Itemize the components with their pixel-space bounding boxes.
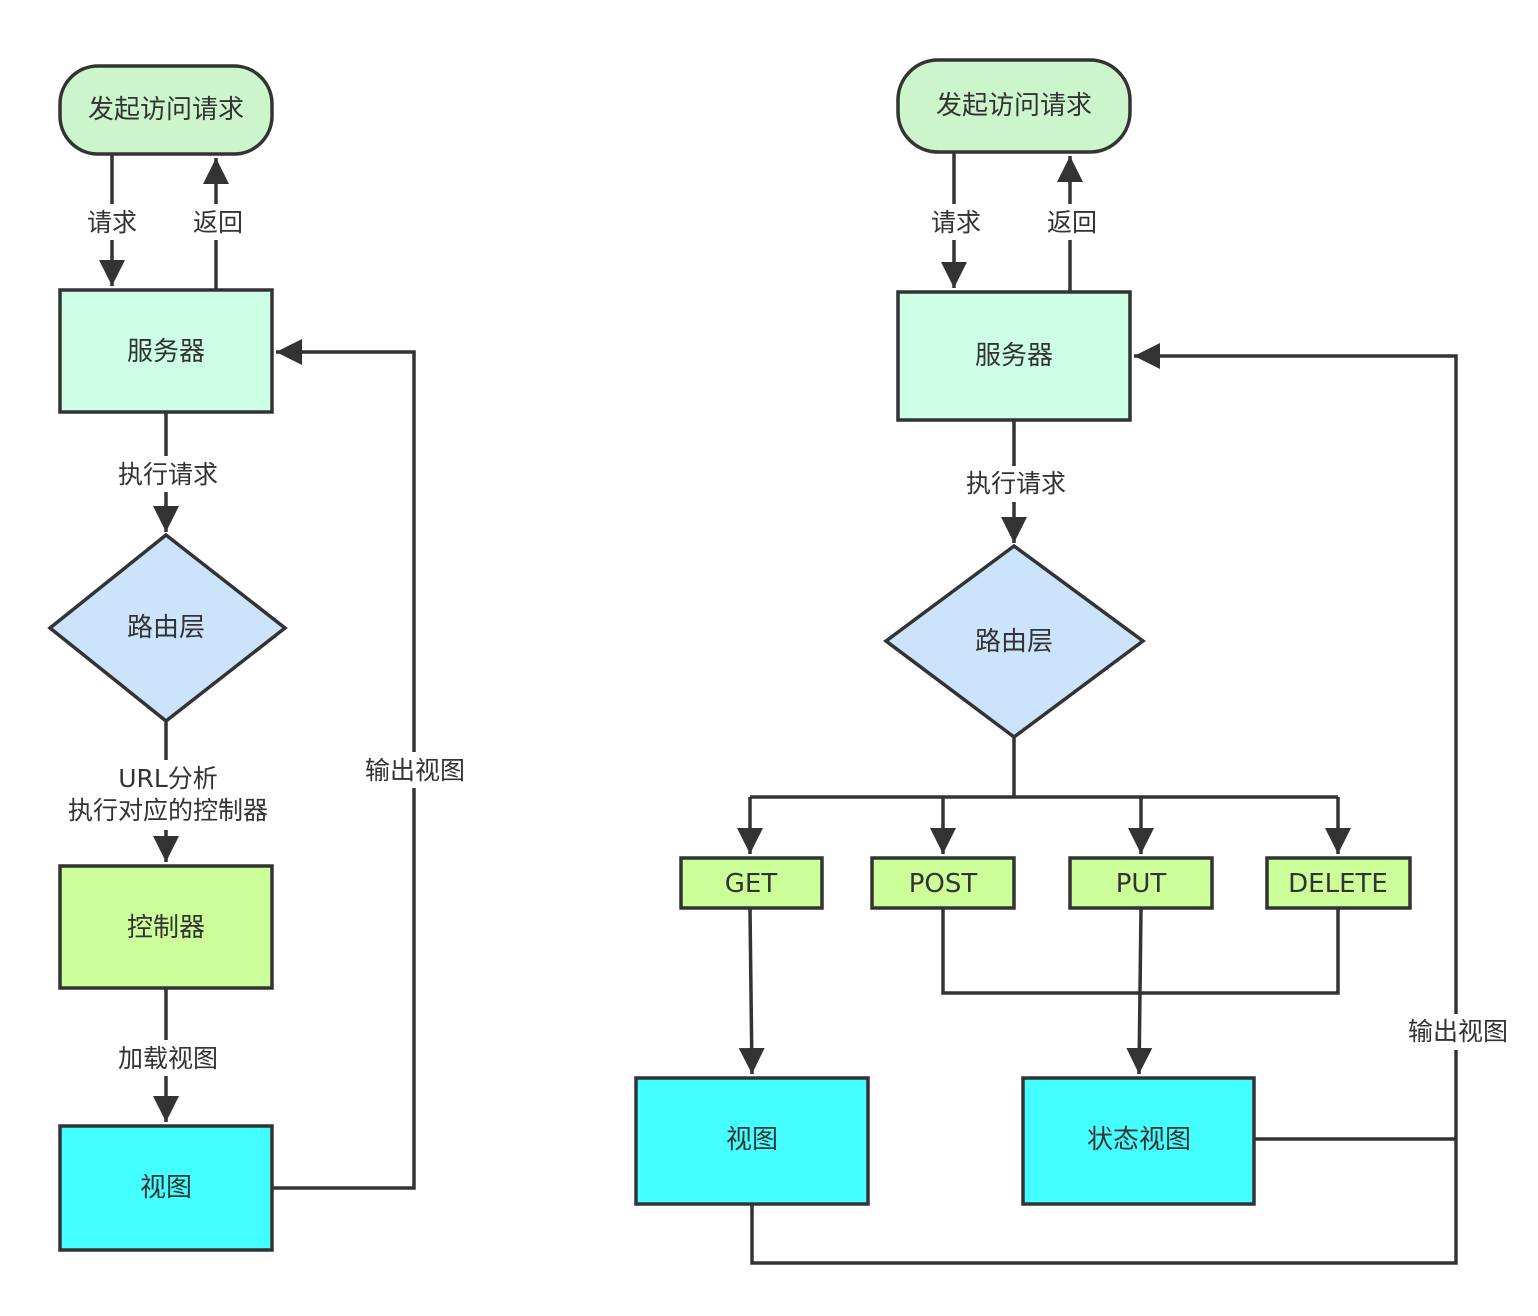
right-router-text: 路由层 — [975, 627, 1053, 657]
left-server-node — [58, 288, 274, 414]
right-request-label: 请求 — [931, 208, 981, 237]
right-delete-text: DELETE — [1288, 869, 1388, 899]
left-request-label: 请求 — [87, 208, 137, 237]
right-state-view-node — [1021, 1076, 1256, 1206]
left-return-label: 返回 — [193, 208, 243, 237]
right-post-node — [870, 856, 1016, 910]
left-router-text: 路由层 — [127, 613, 205, 643]
left-view-node — [58, 1124, 274, 1252]
right-get-text: GET — [725, 869, 778, 899]
left-view-text: 视图 — [140, 1173, 192, 1203]
right-start-text: 发起访问请求 — [936, 91, 1092, 121]
left-output-view-label: 输出视图 — [365, 756, 465, 785]
left-flowchart: 请求 返回 执行请求 URL分析 执行对应的控制器 加载视图 输出视图 发起访问… — [47, 64, 470, 1252]
left-controller-text: 控制器 — [127, 913, 205, 943]
right-get-node — [679, 856, 824, 910]
right-put-text: PUT — [1116, 869, 1167, 899]
right-delete-node — [1265, 856, 1412, 910]
right-return-label: 返回 — [1047, 208, 1097, 237]
right-post-text: POST — [909, 869, 978, 899]
left-run-controller-label: 执行对应的控制器 — [68, 796, 268, 825]
left-start-node — [58, 64, 274, 156]
right-put-to-state-connector — [1126, 908, 1153, 1075]
right-router-node — [883, 543, 1146, 740]
left-controller-node — [58, 864, 274, 990]
right-flowchart: 请求 返回 执行请求 输出视图 发起访问请求 服务器 路由层 GET POST … — [634, 58, 1512, 1265]
left-execute-label: 执行请求 — [118, 460, 218, 489]
right-get-to-view-connector — [738, 908, 765, 1075]
left-load-view-label: 加载视图 — [118, 1044, 218, 1073]
right-view-output-connector — [750, 343, 1458, 1265]
right-state-view-text: 状态视图 — [1087, 1125, 1191, 1155]
right-output-view-label: 输出视图 — [1408, 1017, 1508, 1046]
right-start-node — [896, 58, 1132, 154]
left-start-text: 发起访问请求 — [88, 95, 244, 125]
left-url-analysis-label: URL分析 — [118, 764, 218, 793]
left-router-node — [47, 532, 288, 724]
right-server-node — [896, 290, 1132, 422]
right-server-text: 服务器 — [975, 341, 1053, 371]
left-server-text: 服务器 — [127, 337, 205, 367]
right-execute-label: 执行请求 — [966, 469, 1066, 498]
right-view-text: 视图 — [726, 1125, 778, 1155]
right-view-node — [634, 1076, 870, 1206]
right-put-node — [1068, 856, 1214, 910]
